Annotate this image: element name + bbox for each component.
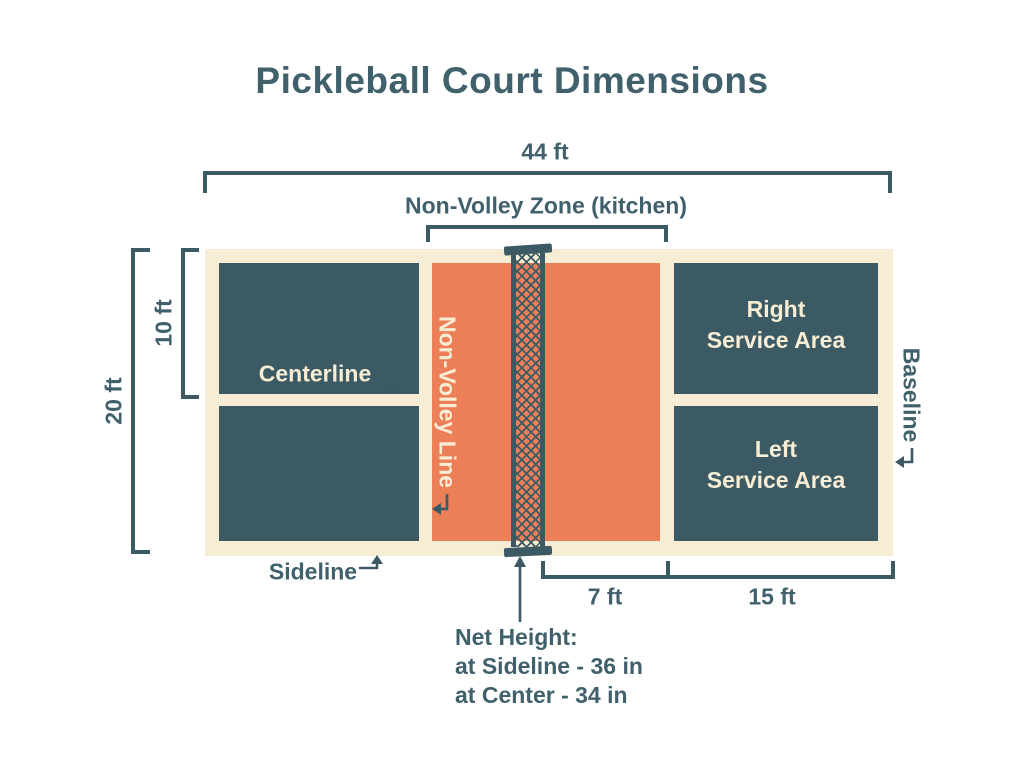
arrowhead-sideline	[371, 555, 383, 564]
dim-10ft: 10 ft	[150, 299, 177, 347]
arrow-sideline	[359, 561, 379, 570]
non-volley-line-label: Non-Volley Line	[434, 315, 461, 489]
sideline-label: Sideline	[268, 558, 358, 585]
bracket-7ft-15ft	[541, 561, 895, 579]
net-height-heading: Net Height:	[455, 624, 578, 650]
centerline-label: Centerline	[258, 360, 372, 387]
arrow-baseline	[901, 448, 914, 464]
right-service-area-label: Right Service Area	[707, 294, 846, 356]
left-service-area-line2: Service Area	[706, 467, 846, 493]
right-service-area-line1: Right	[746, 296, 806, 322]
right-service-area-line2: Service Area	[706, 327, 846, 353]
dim-44ft: 44 ft	[521, 138, 569, 165]
service-zone-bottom-left	[219, 406, 419, 541]
arrowhead-net-height	[514, 556, 526, 567]
net-height-at-sideline: at Sideline - 36 in	[455, 653, 643, 679]
dim-20ft: 20 ft	[100, 377, 127, 425]
net-mesh	[511, 253, 545, 547]
non-volley-zone	[432, 263, 660, 541]
service-zone-left-service-area	[674, 406, 878, 541]
arrowhead-baseline	[895, 456, 904, 468]
left-service-area-line1: Left	[754, 436, 798, 462]
left-service-area-label: Left Service Area	[707, 434, 846, 496]
non-volley-zone-label: Non-Volley Zone (kitchen)	[405, 192, 687, 219]
net-height-callout: Net Height: at Sideline - 36 in at Cente…	[455, 623, 643, 710]
baseline-label: Baseline	[898, 347, 925, 443]
page-title: Pickleball Court Dimensions	[255, 60, 769, 101]
service-zone-right-service-area	[674, 263, 878, 394]
dim-15ft: 15 ft	[748, 583, 796, 610]
bracket-44ft	[203, 171, 892, 193]
dim-7ft: 7 ft	[587, 583, 623, 610]
net-height-at-center: at Center - 34 in	[455, 682, 628, 708]
bracket-20ft	[131, 248, 150, 554]
bracket-non-volley-zone	[426, 225, 668, 242]
bracket-10ft	[181, 248, 199, 399]
